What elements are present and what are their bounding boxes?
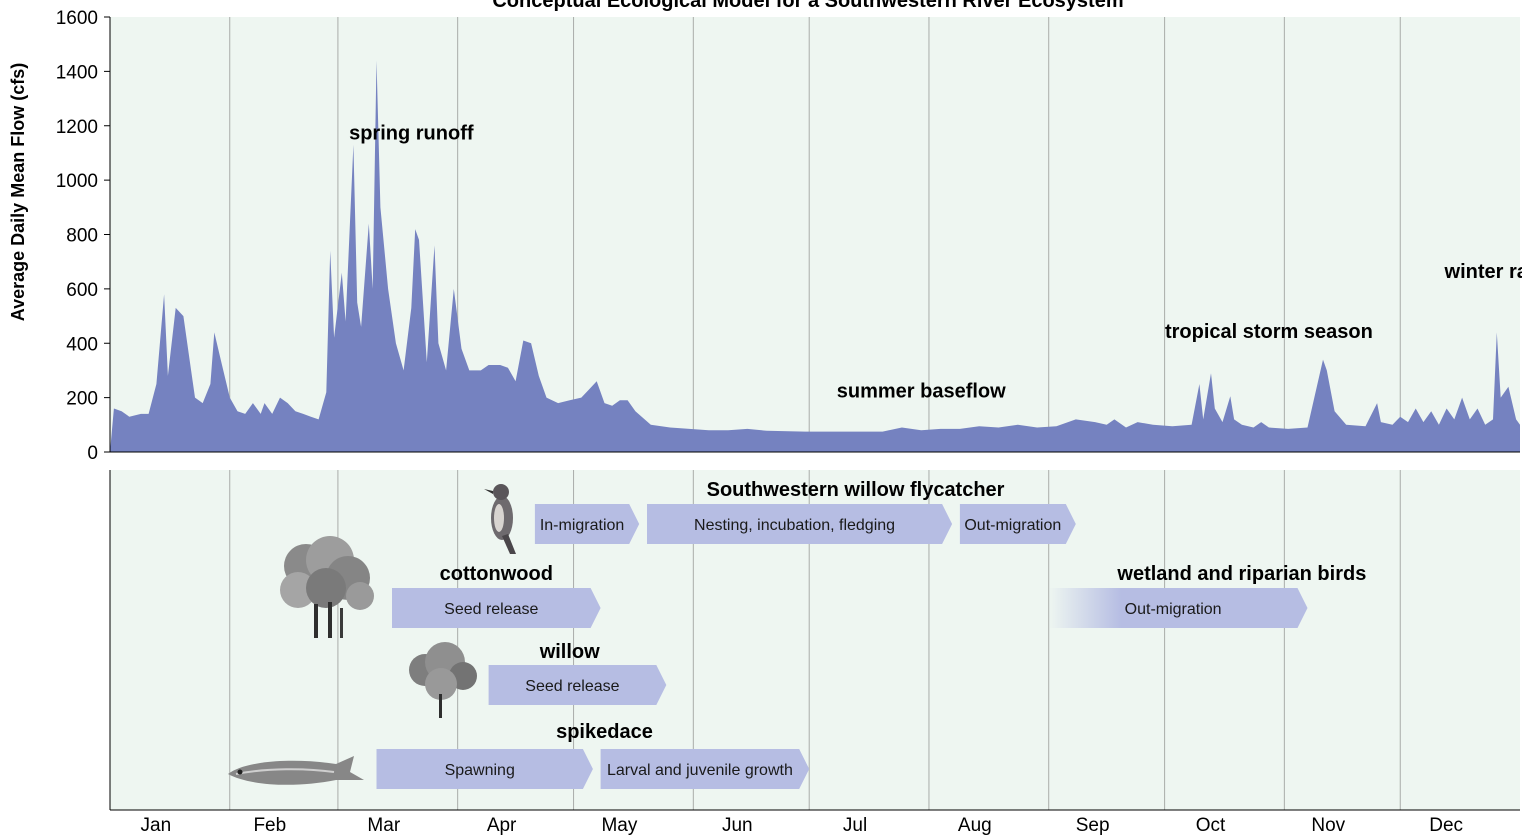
phenology-phase-arrow [488, 665, 667, 705]
phenology-phase-label: Out-migration [964, 517, 1061, 534]
flow-annotation: winter rains [1444, 261, 1522, 283]
flow-annotations: spring runoff summer baseflow tropical sto… [349, 122, 1522, 402]
y-tick-label: 200 [66, 389, 98, 410]
month-label: Mar [367, 815, 400, 836]
month-label: Oct [1196, 815, 1226, 836]
y-tick-label: 400 [66, 334, 98, 355]
month-label: Jan [141, 815, 172, 836]
month-label: Dec [1429, 815, 1463, 836]
month-label: Aug [958, 815, 992, 836]
flow-annotation: spring runoff [349, 122, 474, 144]
phenology-phase-arrow [647, 504, 953, 544]
phenology-phase-label: Out-migration [1125, 601, 1222, 618]
month-label: Sep [1076, 815, 1110, 836]
phenology-phase-arrow [376, 749, 593, 789]
y-tick-label: 1400 [56, 62, 98, 83]
y-tick-label: 800 [66, 226, 98, 247]
month-tick-labels: Jan Feb Mar Apr May Jun Jul Aug Sep Oct Nov Dec [141, 815, 1463, 836]
phenology-phase-label: Seed release [525, 678, 619, 695]
chart-title: Conceptual Ecological Model for a Southw… [492, 0, 1123, 12]
phenology-phase-arrow [600, 749, 810, 789]
month-label: May [601, 815, 637, 836]
phenology-heading: Southwestern willow flycatcher [707, 479, 1005, 501]
phenology-phase-arrow [959, 504, 1076, 544]
phenology-phase-label: Spawning [445, 762, 515, 779]
month-label: Jun [722, 815, 753, 836]
phenology-phase-label: In-migration [540, 517, 624, 534]
phenology-phase-label: Larval and juvenile growth [607, 762, 793, 779]
flow-annotation: tropical storm season [1165, 321, 1373, 343]
cottonwood-tree-illustration [280, 536, 374, 638]
willow-tree-illustration [409, 642, 477, 718]
phenology-heading: spikedace [556, 721, 653, 743]
phenology-phase-arrow [392, 588, 601, 628]
plot-area-background [110, 17, 1520, 452]
y-tick-labels: 0 200 400 600 800 1000 1200 1400 1600 [56, 8, 110, 464]
flow-annotation: summer baseflow [837, 381, 1006, 403]
y-tick-label: 600 [66, 280, 98, 301]
phenology-phase-arrow [1048, 588, 1308, 628]
phenology-heading: wetland and riparian birds [1116, 563, 1366, 585]
month-label: Feb [253, 815, 286, 836]
flycatcher-illustration [484, 484, 516, 554]
phenology-phase-arrow [534, 504, 640, 544]
spikedace-fish-illustration [228, 756, 364, 785]
phenology-phase-label: Nesting, incubation, fledging [694, 517, 895, 534]
y-axis-label: Average Daily Mean Flow (cfs) [8, 63, 28, 321]
phenology-phase-label: Seed release [444, 601, 538, 618]
flow-area [110, 60, 1520, 452]
phenology-heading: cottonwood [440, 563, 553, 585]
y-tick-label: 1200 [56, 117, 98, 138]
month-label: Jul [843, 815, 867, 836]
month-gridlines [229, 17, 1401, 810]
y-tick-label: 1600 [56, 8, 98, 29]
y-tick-label: 1000 [56, 171, 98, 192]
month-label: Nov [1311, 815, 1345, 836]
phenology-rows: Southwestern willow flycatcherIn-migrati… [376, 479, 1366, 789]
month-label: Apr [487, 815, 517, 836]
phenology-heading: willow [539, 641, 600, 663]
y-tick-label: 0 [87, 443, 98, 464]
